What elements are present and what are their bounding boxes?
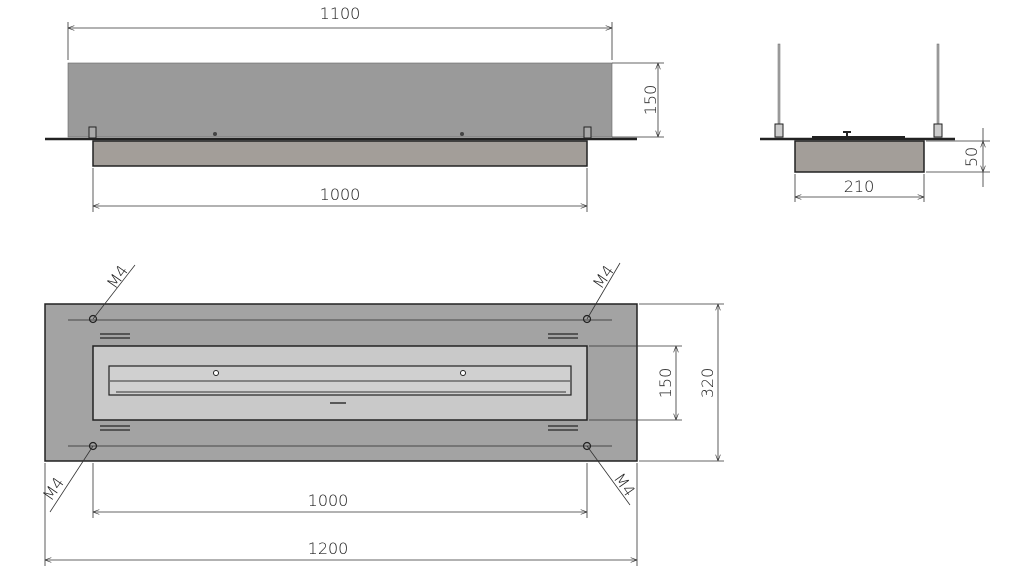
glass-holder-left bbox=[774, 123, 784, 138]
glass-holder-right bbox=[583, 126, 592, 139]
side-body bbox=[794, 140, 925, 173]
dim-1000: 1000 bbox=[320, 185, 361, 204]
dim-210: 210 bbox=[844, 177, 875, 196]
dim-320: 320 bbox=[698, 368, 717, 399]
glass-holder-right bbox=[933, 123, 943, 138]
glass-left bbox=[777, 43, 781, 131]
front-view: 1100 150 1000 bbox=[45, 4, 664, 212]
top-view: M4 M4 M4 M4 150 320 1000 1200 bbox=[39, 262, 724, 566]
hole-right bbox=[460, 370, 466, 376]
knob-left bbox=[213, 132, 217, 136]
label-m4-bl: M4 bbox=[39, 474, 68, 505]
dim-1200: 1200 bbox=[308, 539, 349, 558]
label-m4-tr: M4 bbox=[589, 262, 618, 293]
mounting-slots bbox=[68, 319, 612, 447]
side-view: 210 50 bbox=[760, 43, 990, 202]
label-m4-tl: M4 bbox=[103, 262, 132, 293]
screw-br bbox=[582, 441, 592, 451]
knob-right bbox=[460, 132, 464, 136]
hole-left bbox=[213, 370, 219, 376]
dim-150-opening: 150 bbox=[656, 368, 675, 399]
screw-tr bbox=[582, 314, 592, 324]
glass-right bbox=[936, 43, 940, 131]
dim-1100: 1100 bbox=[320, 4, 361, 23]
label-m4-br: M4 bbox=[610, 470, 639, 501]
extension-lines bbox=[67, 22, 664, 212]
burner-body bbox=[92, 140, 588, 167]
screw-tl bbox=[88, 314, 98, 324]
leader-lines bbox=[49, 262, 631, 513]
dim-150: 150 bbox=[641, 85, 660, 116]
lid-handle bbox=[843, 131, 851, 137]
screw-bl bbox=[88, 441, 98, 451]
extension-lines bbox=[794, 140, 990, 202]
dim-1000-opening: 1000 bbox=[308, 491, 349, 510]
extension-lines bbox=[44, 303, 724, 566]
glass-panel bbox=[67, 62, 613, 138]
glass-holder-left bbox=[88, 126, 97, 139]
vent-marks bbox=[100, 333, 578, 431]
slot-edges bbox=[110, 380, 570, 393]
dim-50: 50 bbox=[962, 147, 981, 167]
